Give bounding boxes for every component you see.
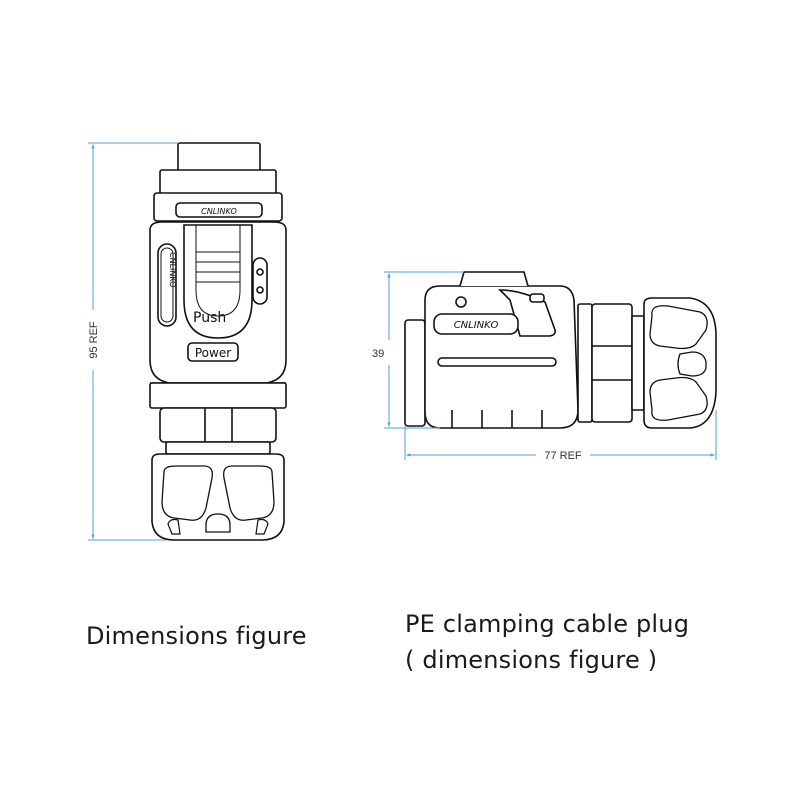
- power-label: Power: [195, 346, 231, 360]
- plug-length-dimension: [404, 410, 717, 460]
- caption-plug-title: PE clamping cable plug: [405, 610, 690, 638]
- push-label: Push: [193, 310, 226, 326]
- brand-side-label: CNLINKO: [454, 320, 499, 331]
- side-view-plug: [404, 271, 717, 429]
- front-view-connector: [149, 142, 287, 541]
- caption-dimensions-figure: Dimensions figure: [86, 622, 307, 650]
- brand-top-label: CNLINKO: [201, 207, 237, 216]
- brand-front-label: CNLINKO: [168, 252, 177, 287]
- plug-height-label: 39: [372, 348, 384, 360]
- plug-length-label: 77 REF: [544, 450, 582, 462]
- plug-height-dimension: [384, 271, 464, 429]
- height-dimension: [88, 142, 178, 541]
- caption-plug-subtitle: ( dimensions figure ): [405, 646, 658, 674]
- height-dimension-label: 95 REF: [88, 321, 100, 359]
